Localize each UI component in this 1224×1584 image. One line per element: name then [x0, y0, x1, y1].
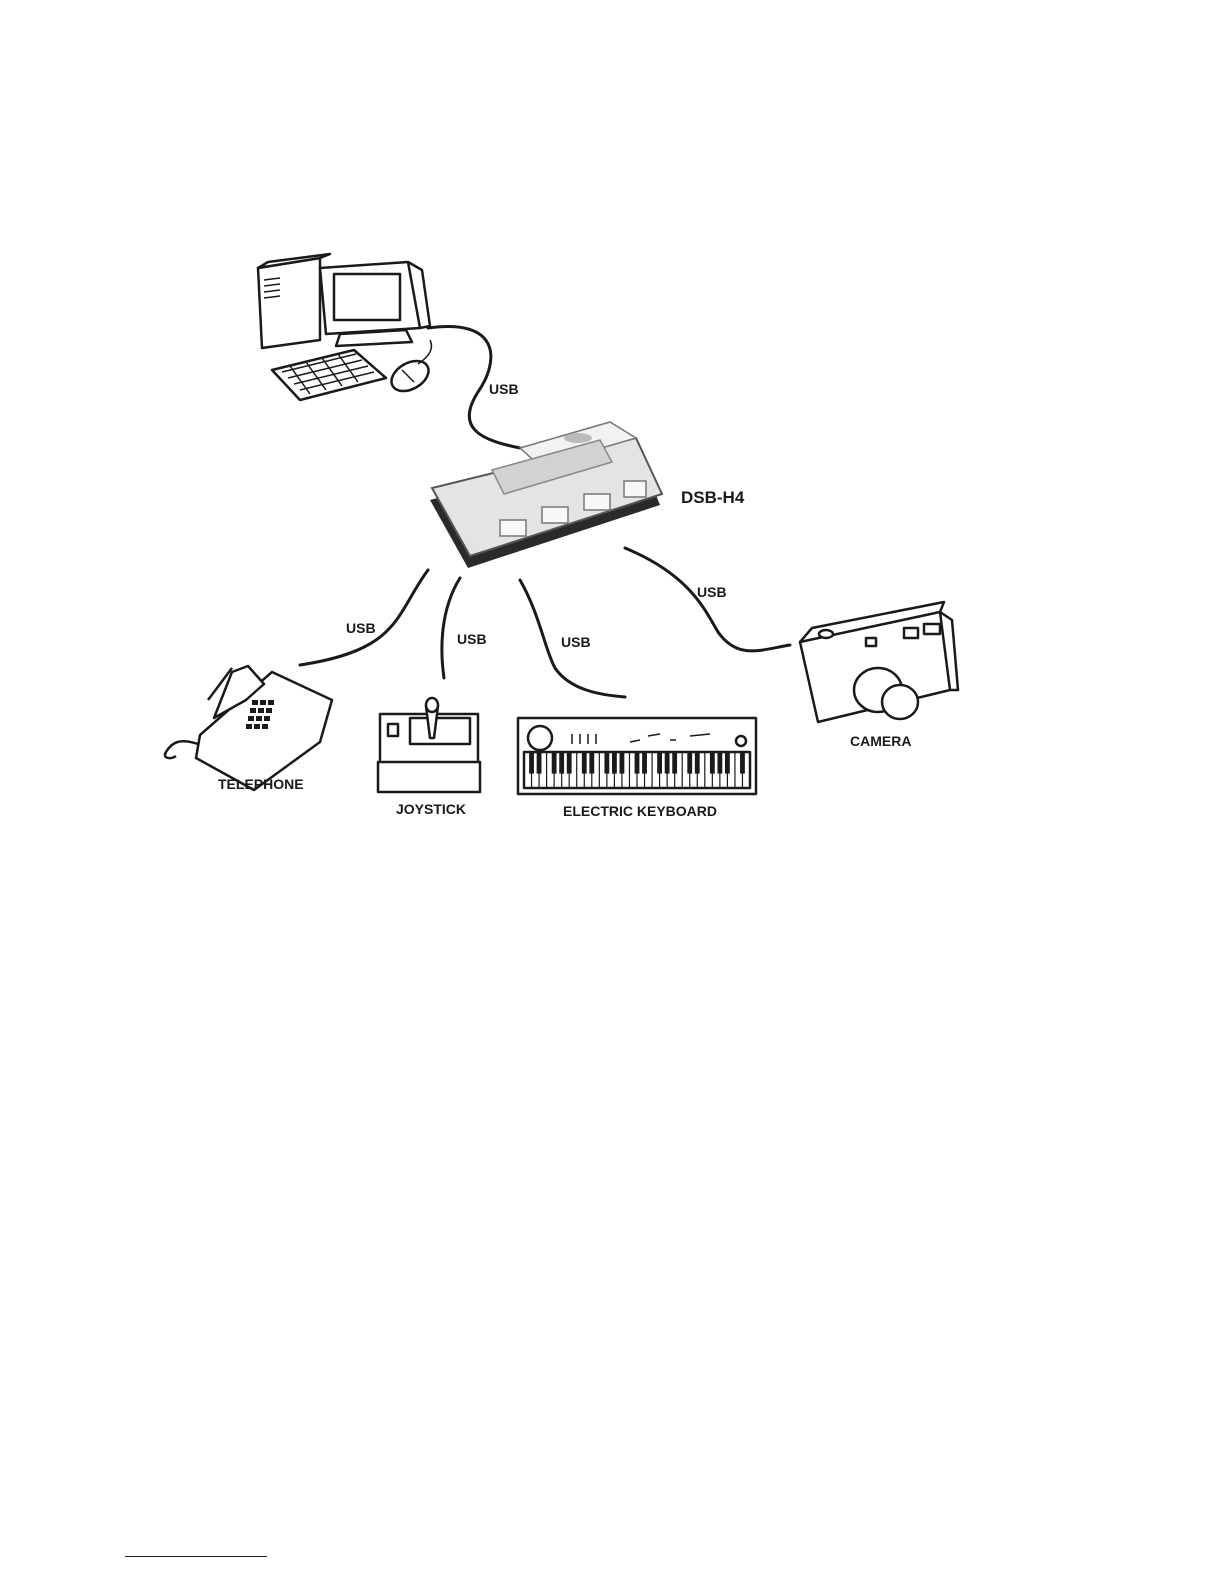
usb-label-computer: USB: [489, 381, 519, 397]
camera-icon: [800, 602, 958, 722]
hub-label: DSB-H4: [681, 488, 745, 507]
telephone-icon: [165, 666, 332, 790]
joystick-icon: [378, 698, 480, 792]
footer-rule: [125, 1556, 267, 1557]
usb-label-camera: USB: [697, 584, 727, 600]
computer-icon: [258, 254, 434, 400]
electric-keyboard-icon: [518, 718, 756, 794]
camera-label: CAMERA: [850, 733, 911, 749]
usb-label-joystick: USB: [457, 631, 487, 647]
joystick-label: JOYSTICK: [396, 801, 466, 817]
usb-label-keyboard: USB: [561, 634, 591, 650]
telephone-label: TELEPHONE: [218, 776, 304, 792]
electric-keyboard-label: ELECTRIC KEYBOARD: [563, 803, 717, 819]
usb-label-telephone: USB: [346, 620, 376, 636]
usb-hub-icon: [430, 422, 662, 568]
piano-black-keys: [529, 752, 745, 774]
cable-hub-to-telephone: [300, 570, 428, 665]
cable-hub-to-joystick: [442, 578, 460, 678]
